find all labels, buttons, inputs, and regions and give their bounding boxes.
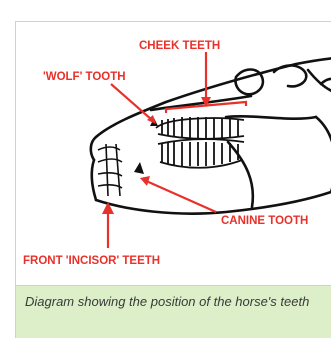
cheek-teeth-upper — [156, 117, 244, 139]
horse-skull-diagram: CHEEK TEETH 'WOLF' TOOTH CANINE TOOTH FR… — [16, 22, 331, 286]
wolf-tooth-arrow — [111, 84, 152, 120]
diagram-frame: CHEEK TEETH 'WOLF' TOOTH CANINE TOOTH FR… — [15, 21, 331, 286]
incisor-teeth — [98, 144, 122, 196]
cheek-teeth-lower — [158, 139, 244, 168]
label-wolf-tooth: 'WOLF' TOOTH — [43, 71, 126, 83]
caption-text: Diagram showing the position of the hors… — [25, 294, 331, 309]
canine-tooth-arrow — [144, 180, 216, 212]
label-incisor-teeth: FRONT 'INCISOR' TEETH — [23, 255, 160, 267]
skull-outline — [91, 57, 331, 214]
caption-box: Diagram showing the position of the hors… — [15, 286, 331, 338]
label-cheek-teeth: CHEEK TEETH — [139, 40, 220, 52]
canine-tooth — [134, 162, 144, 174]
label-canine-tooth: CANINE TOOTH — [221, 215, 308, 227]
